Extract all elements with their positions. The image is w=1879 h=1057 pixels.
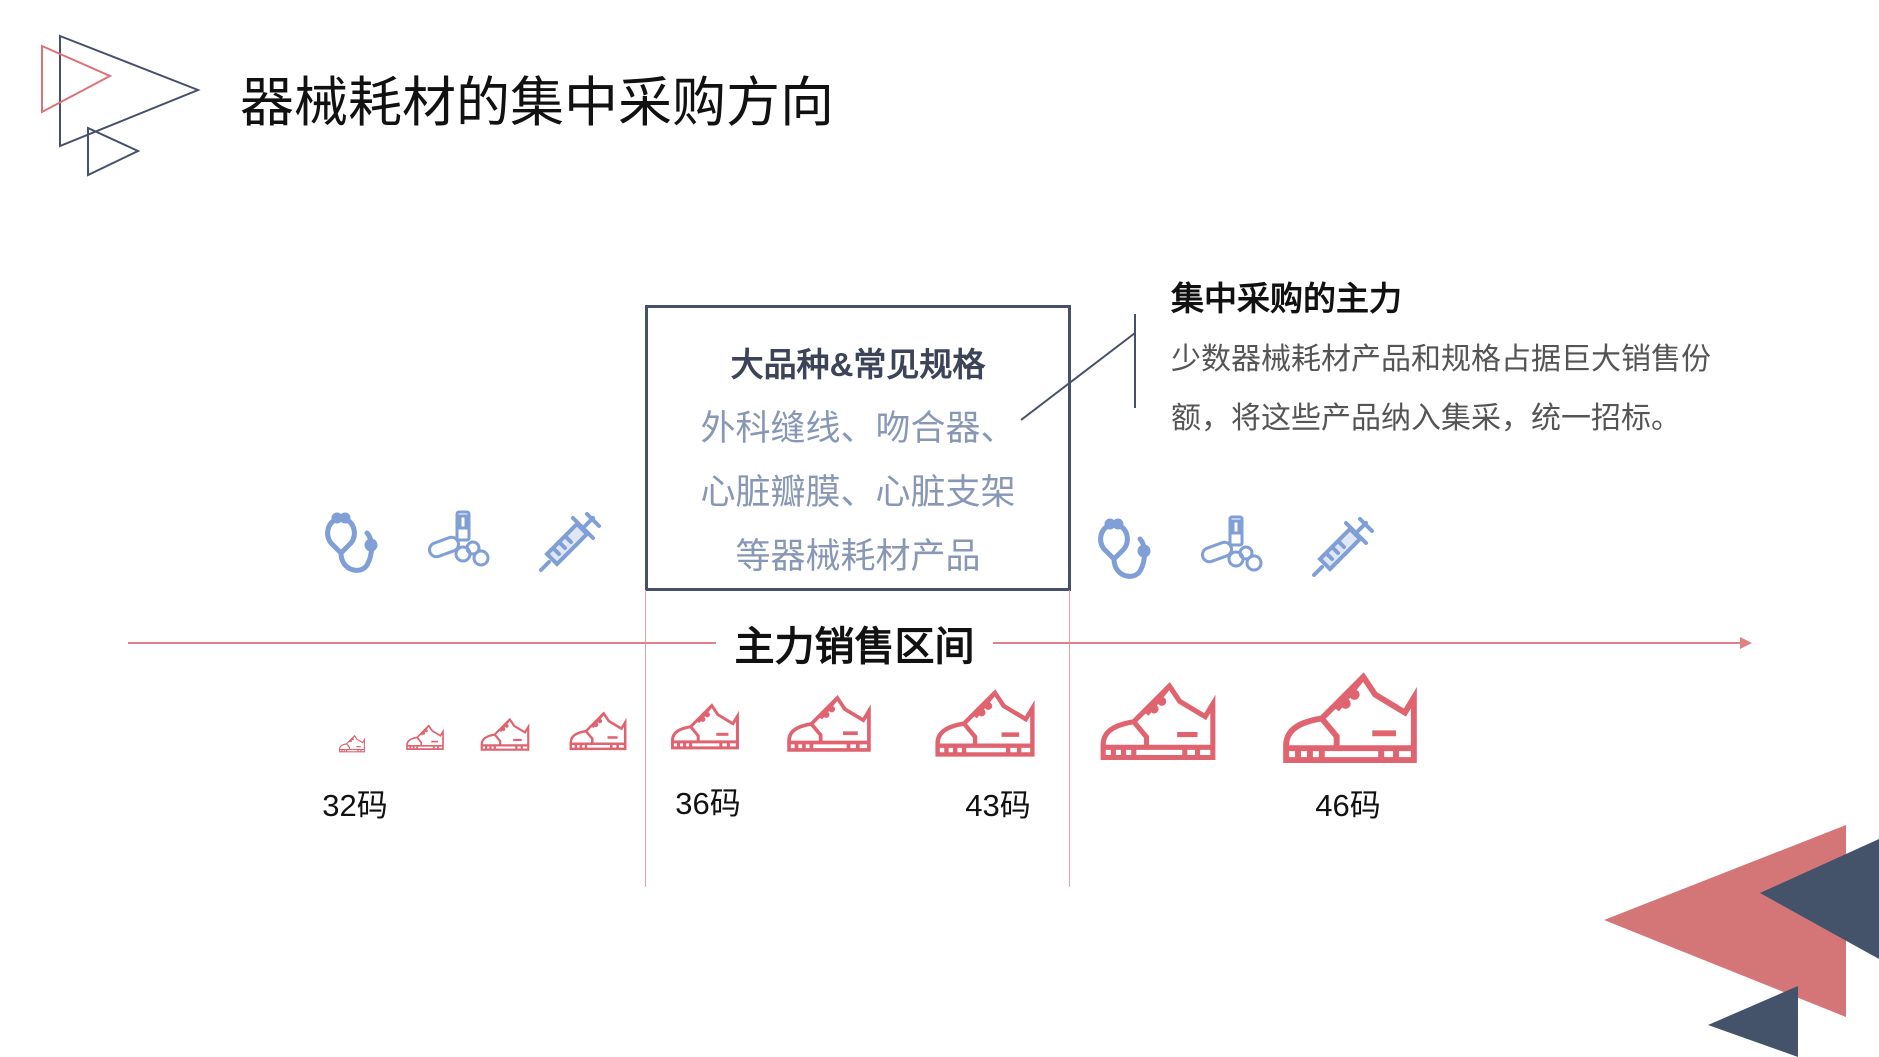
- axis-label: 主力销售区间: [734, 625, 975, 669]
- shoe-icon: [787, 696, 871, 752]
- syringe-icon: [539, 512, 601, 572]
- axis-arrow-icon: [1740, 637, 1752, 649]
- box-line: 外科缝线、吻合器、: [700, 409, 1016, 448]
- page-title: 器械耗材的集中采购方向: [240, 73, 834, 133]
- corner-triangles: [1604, 825, 1879, 1057]
- box-line: 心脏瓣膜、心脏支架: [700, 473, 1016, 512]
- size-label: 32码: [322, 788, 388, 823]
- callout-paragraph: 少数器械耗材产品和规格占据巨大销售份额，将这些产品纳入集采，统一招标。: [1171, 343, 1711, 435]
- shoe-icon: [1096, 678, 1221, 763]
- size-label: 46码: [1315, 788, 1381, 823]
- shoe-icon: [480, 718, 530, 751]
- shoe-icon: [339, 735, 365, 753]
- range-end-line: [1069, 590, 1070, 887]
- medicine-icon: [1199, 515, 1263, 572]
- shoe-icon: [671, 704, 739, 750]
- box-line: 等器械耗材产品: [735, 537, 981, 576]
- medicine-icon: [426, 510, 490, 567]
- highlight-box: [645, 305, 1071, 591]
- callout-connector: [1020, 314, 1136, 421]
- syringe-icon: [1312, 517, 1374, 577]
- axis-line: [993, 642, 1743, 644]
- shoe-icon: [569, 712, 627, 751]
- callout-heading: 集中采购的主力: [1171, 280, 1402, 317]
- shoe-icon: [1277, 668, 1423, 766]
- range-start-line: [645, 590, 646, 887]
- stethoscope-icon: [1090, 511, 1166, 587]
- size-label: 36码: [675, 786, 741, 821]
- size-label: 43码: [965, 788, 1031, 823]
- box-title: 大品种&常见规格: [730, 346, 986, 383]
- logo-triangles: [41, 34, 201, 177]
- stethoscope-icon: [317, 505, 393, 581]
- shoe-icon: [406, 724, 444, 750]
- shoe-icon: [931, 686, 1039, 759]
- axis-line: [128, 642, 716, 644]
